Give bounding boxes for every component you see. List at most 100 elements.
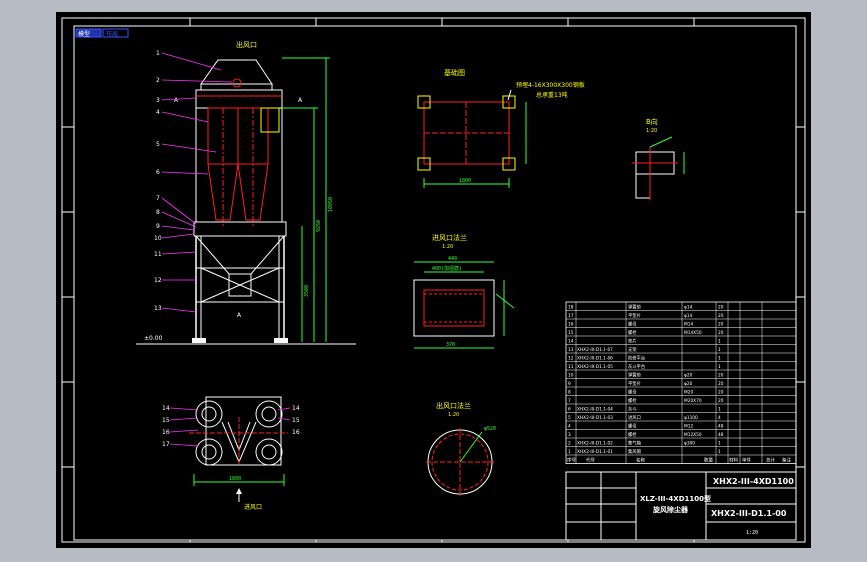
svg-text:10: 10 — [154, 235, 162, 242]
svg-text:1: 1 — [156, 50, 160, 57]
bom-cell: 20 — [718, 390, 724, 396]
bom-cell: 集风帽 — [628, 448, 641, 455]
bom-cell: 11 — [568, 364, 574, 370]
dim-height-total: 10950 — [328, 197, 334, 212]
bom-cell: 螺栓 — [628, 397, 637, 404]
bom-cell: 1 — [718, 441, 721, 447]
bom-cell: 20 — [718, 322, 724, 328]
bom-cell: XHX2-III-D1.1-02 — [577, 441, 613, 447]
bom-cell: 1 — [718, 407, 721, 413]
bom-cell: M12X50 — [684, 432, 702, 438]
bom-cell: 20 — [718, 398, 724, 404]
bom-cell: 检修平台 — [628, 355, 645, 362]
bom-cell: XHX2-III-D1.1-03 — [577, 415, 613, 421]
svg-text:12: 12 — [154, 277, 162, 284]
bom-cell: 螺母 — [628, 321, 637, 328]
bom-cell: 20 — [718, 381, 724, 387]
base-plan-note-2: 总承重13吨 — [536, 91, 568, 99]
level-top-mark: A — [174, 97, 179, 104]
svg-text:3: 3 — [156, 97, 160, 104]
front-elevation[interactable]: 出风口 — [136, 40, 356, 345]
svg-text:16: 16 — [292, 429, 300, 436]
bom-cell: XHX2-III-D1.1-01 — [577, 449, 613, 455]
bom-cell: 支架 — [628, 346, 637, 353]
svg-text:17: 17 — [162, 441, 170, 448]
bom-cell: φ1100 — [684, 415, 698, 421]
bom-cell: 20 — [718, 313, 724, 319]
bom-cell: φ14 — [684, 313, 693, 319]
bom-header-cell: 数量 — [704, 457, 713, 464]
bom-cell: XHX2-III-D1.1-05 — [577, 364, 613, 370]
outlet-dim: φ520 — [484, 426, 496, 432]
outlet-detail-scale: 1:20 — [448, 412, 459, 418]
bom-cell: 15 — [568, 330, 574, 336]
tab-model[interactable] — [75, 28, 102, 38]
bom-cell: M20 — [684, 390, 693, 396]
title-drawing-name-2: 旋风除尘器 — [652, 505, 689, 514]
bom-header-cell: 序号 — [567, 457, 576, 464]
bom-cell: 螺栓 — [628, 431, 637, 438]
base-plan[interactable]: 基础图 预埋4-16X300X300钢板 总承重13吨 1800 — [417, 68, 585, 188]
bom-cell: 20 — [718, 373, 724, 379]
bom-cell: 18 — [568, 305, 574, 311]
view-b[interactable]: B向 1:20 — [632, 117, 685, 200]
tab-layout[interactable] — [102, 28, 129, 38]
bom-cell: 1 — [718, 339, 721, 345]
inlet-flange-detail[interactable]: 进风口法兰 1:20 440 400(加强筋) 370 — [413, 233, 515, 349]
inlet-dim-mid: 400(加强筋) — [432, 265, 462, 272]
bom-header-cell: 备注 — [782, 457, 791, 464]
base-plan-dim: 1800 — [459, 178, 471, 184]
bom-cell: 垫片 — [628, 338, 637, 345]
bom-cell: 14 — [568, 339, 574, 345]
view-b-scale: 1:20 — [646, 128, 657, 134]
bom-header-cell: 材料 — [729, 457, 738, 464]
outlet-detail-title: 出风口法兰 — [436, 401, 471, 410]
bom-cell: XHX2-III-D1.1-06 — [577, 356, 613, 362]
bom-cell: 螺母 — [628, 389, 637, 396]
dim-height-b: 3500 — [304, 285, 310, 297]
bom-cell: M20X70 — [684, 398, 702, 404]
bom-cell: φ300 — [684, 441, 695, 447]
bom-cell: M14X50 — [684, 330, 702, 336]
bom-cell: 10 — [568, 373, 574, 379]
inlet-dim-bottom: 370 — [446, 342, 455, 348]
bom-cell: 弹簧垫 — [628, 304, 642, 311]
title-block[interactable]: XHX2-III-4XD1100 XLZ-III-4XD1100型 旋风除尘器 … — [565, 471, 797, 541]
svg-text:6: 6 — [156, 169, 160, 176]
svg-text:14: 14 — [162, 405, 170, 412]
outer-frame — [61, 17, 806, 543]
bom-cell: 48 — [718, 424, 724, 430]
cad-viewport[interactable]: 模型 布局 出风口 — [56, 12, 811, 548]
view-b-title: B向 — [646, 117, 658, 126]
cad-drawing: 模型 布局 出风口 — [61, 17, 806, 543]
svg-text:9: 9 — [156, 223, 160, 230]
bom-cell: 2 — [568, 441, 571, 447]
bom-cell: 48 — [718, 432, 724, 438]
bom-cell: 弹簧垫 — [628, 372, 642, 379]
bom-cell: 4 — [718, 415, 721, 421]
bom-cell: 进风口 — [628, 414, 641, 421]
inlet-detail-title: 进风口法兰 — [432, 233, 467, 242]
bom-cell: 集气箱 — [628, 440, 642, 447]
inlet-detail-scale: 1:20 — [442, 244, 453, 250]
bom-cell: 螺母 — [628, 423, 637, 430]
base-section-mark: A — [237, 312, 242, 319]
svg-text:15: 15 — [162, 417, 170, 424]
svg-text:4: 4 — [156, 109, 160, 116]
outlet-flange-detail[interactable]: 出风口法兰 1:20 φ520 — [426, 401, 496, 496]
bom-cell: 1 — [718, 356, 721, 362]
plan-dim: 1800 — [229, 476, 241, 482]
title-project: XHX2-III-4XD1100 — [713, 477, 794, 486]
bom-cell: 9 — [568, 381, 571, 387]
bom-cell: XHX2-III-D1.1-04 — [577, 407, 613, 413]
svg-text:7: 7 — [156, 195, 160, 202]
bom-cell: 灰斗 — [628, 406, 637, 413]
inlet-dim-top: 440 — [448, 256, 457, 262]
bom-header-cell: 名称 — [636, 457, 645, 464]
tab-layout-label: 布局 — [106, 30, 118, 38]
part-leaders — [161, 52, 233, 313]
front-view-title: 出风口 — [236, 40, 257, 49]
plan-view[interactable]: 1800 进风口 14 15 16 17 14 15 16 — [162, 396, 300, 511]
bom-cell: M14 — [684, 322, 693, 328]
